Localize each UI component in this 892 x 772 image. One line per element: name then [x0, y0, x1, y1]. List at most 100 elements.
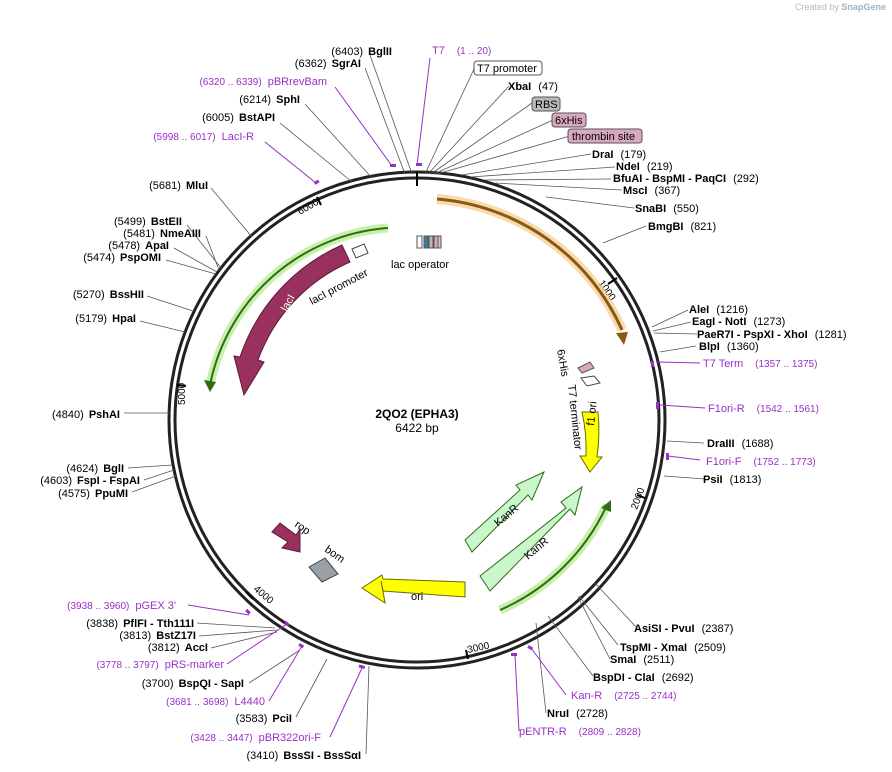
- lac-operator-group: [416, 235, 442, 249]
- kanR-arrow-2: [479, 485, 583, 592]
- his-inner-box: [577, 361, 595, 374]
- site-BstAPI: (6005) BstAPI: [202, 112, 275, 124]
- primer-F1ori-F: F1ori-F(1752 .. 1773): [706, 456, 816, 468]
- tick-3000: 3000: [466, 640, 490, 655]
- site-BspQI: (3700) BspQI - SapI: [142, 678, 244, 690]
- his-box: [428, 235, 434, 249]
- site-XbaI: XbaI (47): [508, 81, 558, 93]
- cds-arc: [436, 197, 624, 331]
- primer-marks: [245, 163, 669, 669]
- site-DraI: DraI (179): [592, 149, 646, 161]
- site-ApaI: (5478) ApaI: [108, 240, 169, 252]
- site-BstEII: (5499) BstEII: [114, 216, 182, 228]
- credit-brand: SnapGene: [841, 2, 886, 12]
- cds-glow: [436, 194, 627, 333]
- kanR-arrow-1: [464, 470, 545, 553]
- sites-left: (6403) BglII (6362) SgrAI (6214) SphI (6…: [40, 46, 392, 762]
- site-SphI: (6214) SphI: [239, 94, 300, 106]
- bom-box: [308, 557, 339, 583]
- tick-5000: 5000: [177, 382, 188, 405]
- site-BssSI: (3410) BssSI - BssSαI: [246, 750, 361, 762]
- his-inner-label: 6xHis: [554, 348, 571, 378]
- primer-T7: T7(1 .. 20): [432, 45, 491, 57]
- site-BfuAI: BfuAI - BspMI - PaqCI (292): [613, 173, 759, 185]
- lac-operator-label: lac operator: [391, 259, 449, 271]
- t7-promoter-label: T7 promoter: [477, 63, 537, 75]
- site-PciI: (3583) PciI: [236, 713, 292, 725]
- f1ori-label: f1 ori: [585, 401, 599, 427]
- site-AleI: AleI (1216): [689, 304, 748, 316]
- tick-6000-mark: [316, 196, 322, 206]
- primers: T7(1 .. 20) (6320 .. 6339)pBRrevBam (599…: [67, 45, 819, 744]
- tick-1000-mark: [607, 277, 618, 285]
- kanR-region-arc: [499, 504, 608, 611]
- site-FspI: (4603) FspI - FspAI: [40, 475, 140, 487]
- site-NdeI: NdeI (219): [616, 161, 673, 173]
- site-TspMI: TspMI - XmaI (2509): [620, 642, 726, 654]
- site-EagI: EagI - NotI (1273): [692, 316, 785, 328]
- site-NmeAIII: (5481) NmeAIII: [123, 228, 201, 240]
- primer-pGEX-3: (3938 .. 3960)pGEX 3': [67, 600, 176, 612]
- primer-pBRrevBam: (6320 .. 6339)pBRrevBam: [199, 76, 327, 88]
- snapgene-credit: Created by SnapGene: [795, 2, 886, 12]
- site-PsiI: PsiI (1813): [703, 474, 761, 486]
- cds-arrowhead: [616, 332, 628, 345]
- primer-pENTR-R: pENTR-R(2809 .. 2828): [519, 726, 641, 738]
- site-SgrAI: (6362) SgrAI: [295, 58, 361, 70]
- plasmid-name: 2QO2 (EPHA3): [375, 407, 458, 421]
- primer-F1ori-R: F1ori-R(1542 .. 1561): [708, 403, 819, 415]
- t7-promoter-box: [473, 60, 543, 76]
- site-BssHII: (5270) BssHII: [73, 289, 144, 301]
- boxed-feature-labels: T7 promoter RBS 6xHis thrombin site: [473, 60, 643, 144]
- primer-pBR322ori-F: (3428 .. 3447)pBR322ori-F: [190, 732, 321, 744]
- site-MluI: (5681) MluI: [149, 180, 208, 192]
- tick-3000-mark: [465, 649, 469, 660]
- rbs-label: RBS: [535, 99, 558, 111]
- his-label: 6xHis: [555, 115, 583, 127]
- tick-5000-mark: [176, 384, 187, 387]
- lac-operator-box: [416, 235, 423, 249]
- site-SmaI: SmaI (2511): [610, 654, 674, 666]
- rbs-label-box: [531, 96, 561, 112]
- site-BmgBI: BmgBI (821): [648, 221, 716, 233]
- site-DraIII: DraIII (1688): [707, 438, 773, 450]
- thrombin-box-2: [437, 235, 442, 249]
- lacI-region-arrowhead: [204, 380, 216, 392]
- site-PpuMI: (4575) PpuMI: [58, 488, 128, 500]
- t7-terminator-label: T7 terminator: [565, 384, 584, 451]
- tick-2000-mark: [636, 494, 646, 499]
- plasmid-length: 6422 bp: [395, 421, 439, 435]
- f1ori-arrow: [579, 411, 604, 473]
- site-BstZ17I: (3813) BstZ17I: [119, 630, 196, 642]
- primer-LacI-R: (5998 .. 6017)LacI-R: [153, 131, 254, 143]
- lacI-arrow: [233, 244, 351, 397]
- thrombin-label-box: [567, 128, 643, 144]
- primer-L4440: (3681 .. 3698)L4440: [166, 696, 265, 708]
- kanR-region-arrowhead: [601, 500, 611, 512]
- site-MscI: MscI (367): [623, 185, 680, 197]
- site-PspOMI: (5474) PspOMI: [83, 252, 161, 264]
- site-PshAI: (4840) PshAI: [52, 409, 120, 421]
- site-BglI: (4624) BglI: [66, 463, 124, 475]
- lacI-region-arc: [209, 227, 389, 386]
- primer-T7-Term: T7 Term(1357 .. 1375): [703, 358, 817, 370]
- tick-4000-mark: [245, 591, 254, 600]
- credit-prefix: Created by: [794, 2, 839, 12]
- site-leader-lines: [124, 54, 706, 755]
- thrombin-label: thrombin site: [572, 131, 635, 143]
- primer-pRS-marker: (3778 .. 3797)pRS-marker: [96, 659, 224, 671]
- site-PaeR7I: PaeR7I - PspXI - XhoI (1281): [697, 329, 847, 341]
- site-BlpI: BlpI (1360): [699, 341, 759, 353]
- ori-label: ori: [411, 591, 423, 603]
- site-NruI: NruI (2728): [547, 708, 608, 720]
- rbs-box: [423, 235, 429, 249]
- lacI-promoter-arrow: [351, 243, 369, 259]
- tick-4000: 4000: [251, 584, 275, 607]
- site-BspDI: BspDI - ClaI (2692): [593, 672, 694, 684]
- site-HpaI: (5179) HpaI: [75, 313, 136, 325]
- ori-arrow: [361, 574, 466, 605]
- primer-leader-lines: [187, 57, 706, 738]
- sites-right: XbaI (47) DraI (179) NdeI (219) BfuAI - …: [508, 81, 847, 720]
- site-AsiSI: AsiSI - PvuI (2387): [634, 623, 733, 635]
